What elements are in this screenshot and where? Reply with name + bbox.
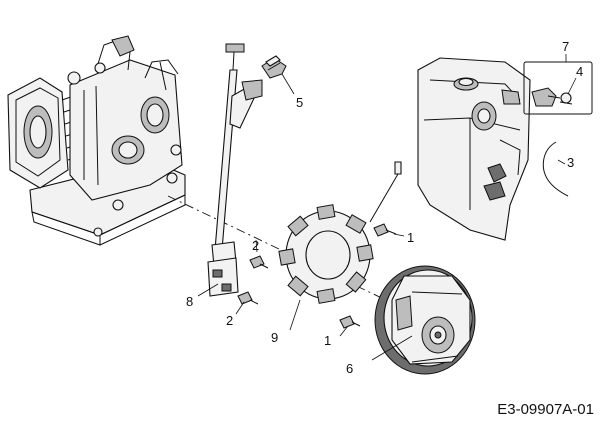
leader-lines (197, 54, 577, 361)
spark-plug (261, 55, 287, 79)
drawing-code: E3-09907A-01 (497, 401, 594, 418)
engine-block (7, 35, 186, 246)
ignition-key-switch (523, 61, 593, 115)
bolt-1-lower (339, 315, 361, 329)
blower-housing-shroud (417, 57, 531, 241)
callout-2-upper: 2 (252, 238, 259, 253)
callout-3: 3 (567, 155, 574, 170)
callout-7: 7 (562, 39, 569, 54)
ground-wire (542, 141, 569, 197)
callout-8: 8 (186, 294, 193, 309)
flywheel (374, 265, 476, 375)
callout-1-upper: 1 (407, 230, 414, 245)
callout-4: 4 (576, 64, 583, 79)
bolt-2-upper (249, 255, 269, 269)
callout-5: 5 (296, 95, 303, 110)
callout-2-lower: 2 (226, 313, 233, 328)
oil-dipstick-tube (207, 43, 263, 297)
ignition-coil-lead (369, 161, 402, 223)
bolt-2-lower (237, 291, 259, 305)
stator-coil (278, 204, 374, 304)
bolt-1-upper (373, 223, 397, 237)
callout-9: 9 (271, 330, 278, 345)
callout-1-lower: 1 (324, 333, 331, 348)
callout-6: 6 (346, 361, 353, 376)
